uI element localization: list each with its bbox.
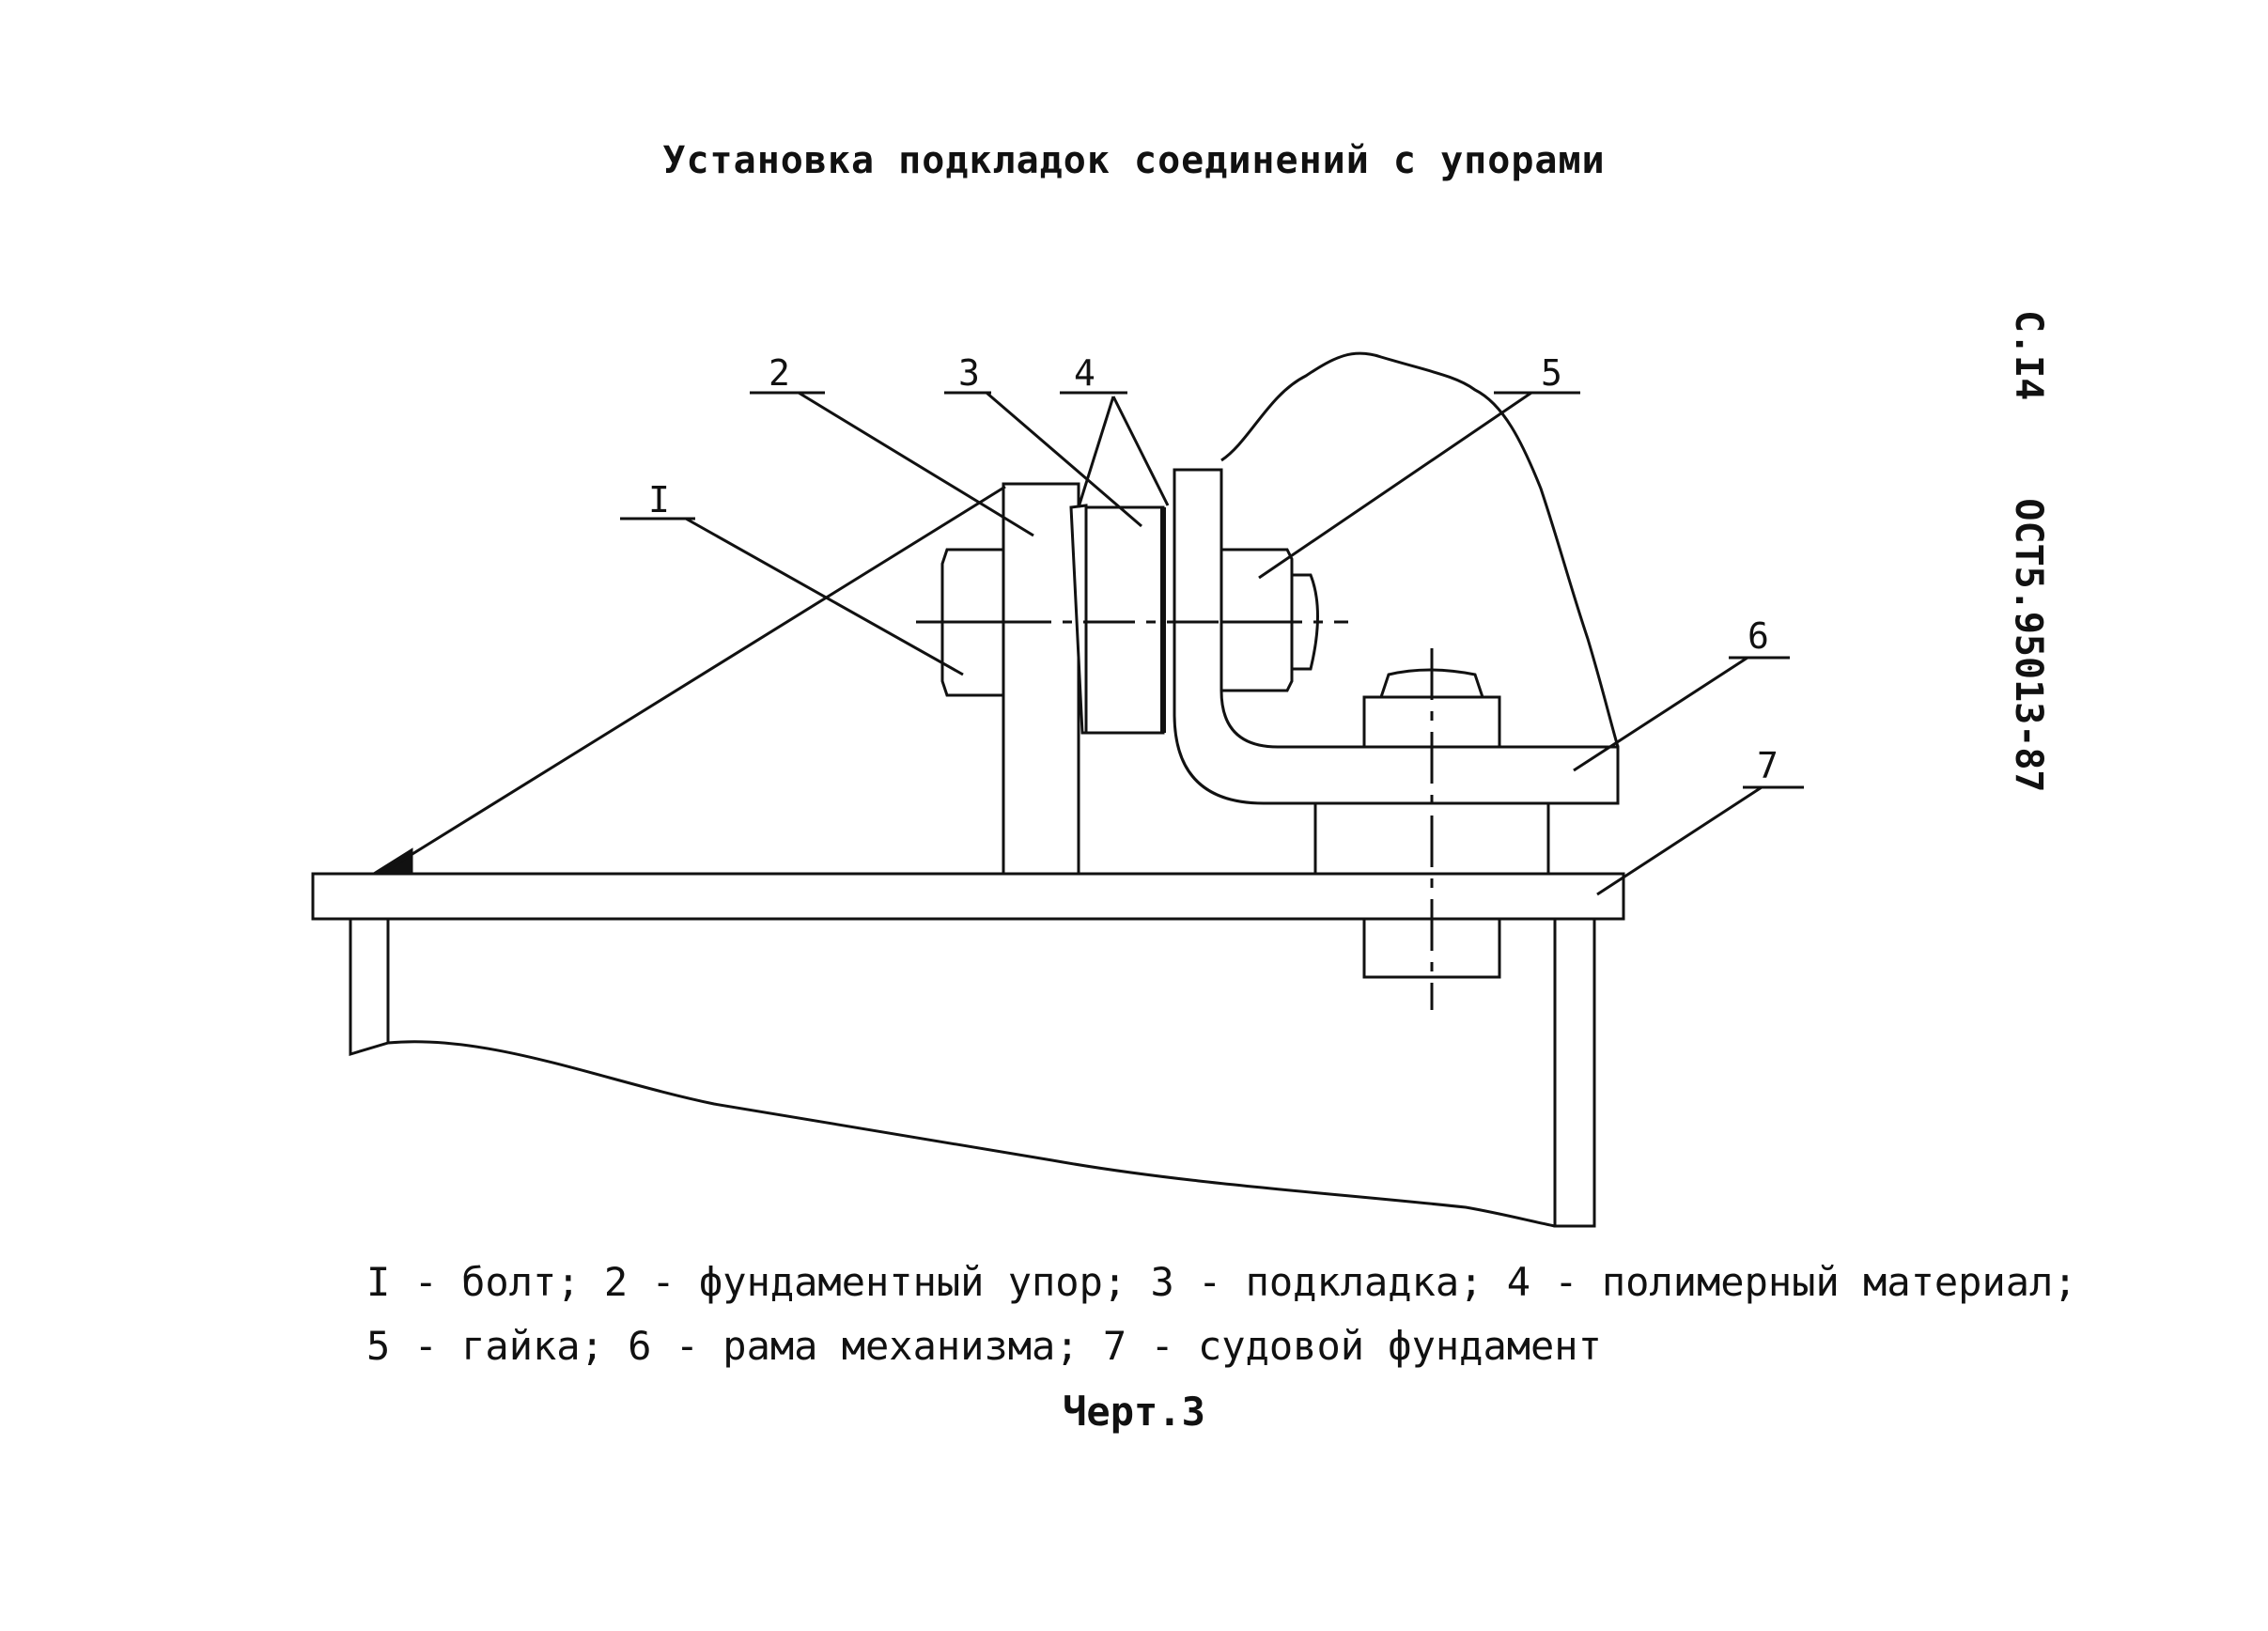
drawing-title: Установка подкладок соединений с упорами [662,139,1606,182]
weld-mark [368,847,413,876]
callout-2: 2 [769,352,790,394]
foundation-plate [311,872,1625,921]
frame-break-line [1220,351,1620,748]
vertical-bolt-end [1379,668,1484,698]
foundation-web-right [1553,919,1596,1228]
vertical-bolt-shank [1313,803,1550,876]
legend-line-2: 5 - гайка; 6 - рама механизма; 7 - судов… [366,1323,1602,1369]
bolt-end [1292,573,1319,671]
callout-3: 3 [958,352,980,394]
callout-4: 4 [1074,352,1095,394]
foundation-web-left [349,919,390,1057]
shim [1084,505,1165,735]
legend-line-1: I - болт; 2 - фундаментный упор; 3 - под… [366,1259,2077,1305]
foundation-break-line [387,1040,1556,1228]
callout-5: 5 [1541,352,1562,394]
figure-caption: Черт.3 [1063,1389,1205,1435]
callout-6: 6 [1748,615,1769,657]
callout-7: 7 [1757,745,1779,786]
nut [1221,548,1294,692]
foundation-stop [1002,482,1080,876]
callout-1: I [648,479,670,520]
